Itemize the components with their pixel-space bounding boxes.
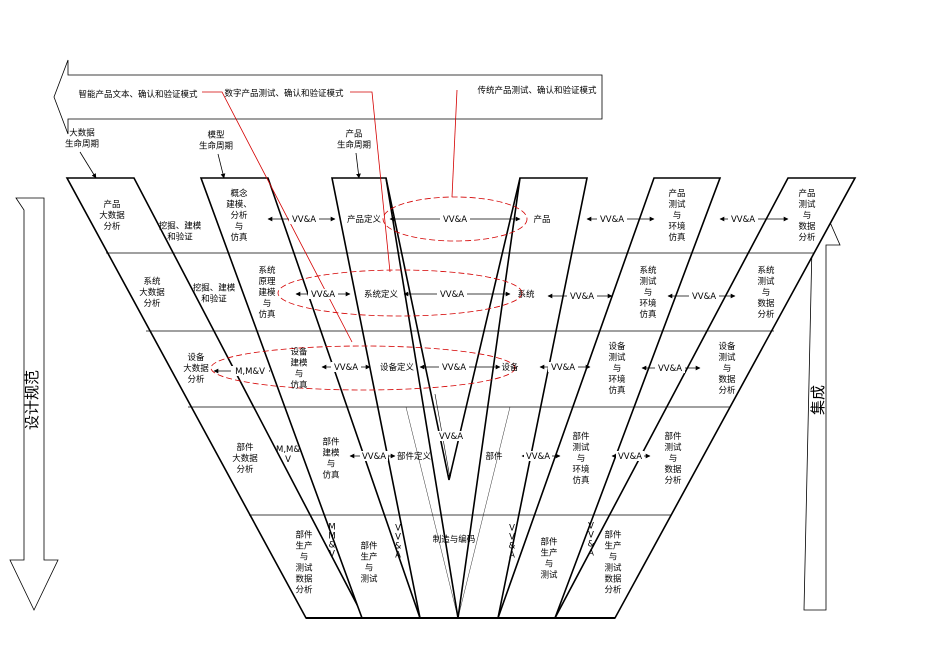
modes-arrow: [53, 59, 603, 135]
vva-connector: VV&A: [618, 452, 642, 462]
big-data-cell: 系统大数据分析: [139, 276, 165, 309]
definition-cell: 部件定义: [397, 451, 432, 462]
mode-indicator-lines: [202, 89, 458, 343]
data-analysis-cell: 部件测试与数据分析: [664, 431, 682, 486]
vva-connector: VV&A: [362, 452, 386, 462]
mine-connector: 挖掘、建模和验证: [193, 283, 236, 305]
env-test-cell: 产品测试与环境仿真: [668, 188, 686, 243]
env-test-cell: 部件生产与测试数据分析: [604, 530, 622, 596]
realization-cell: 系统: [517, 289, 535, 300]
realization-cell: 产品: [533, 214, 550, 225]
vva-connector: VV&A: [526, 452, 550, 462]
lifecycle-arrow: [355, 152, 361, 179]
realization-cell: 设备: [501, 362, 519, 373]
lifecycle-model-label: 模型生命周期: [199, 130, 233, 152]
mode-smart-label: 智能产品文本、确认和验证模式: [78, 89, 198, 100]
big-data-cell: 部件生产与测试数据分析: [295, 530, 313, 596]
vva-connector: VV&A: [600, 215, 624, 225]
vva-connector: VV&A: [292, 215, 316, 225]
vva-connector: VV&A: [440, 290, 464, 300]
model-cell: 部件建模与仿真: [322, 437, 340, 481]
big-data-cell: 产品大数据分析: [99, 199, 125, 232]
diagram-labels: 智能产品文本、确认和验证模式 数字产品测试、确认和验证模式 传统产品测试、确认和验证…: [23, 85, 827, 596]
mode-digital-label: 数字产品测试、确认和验证模式: [224, 88, 344, 99]
vva-connector: VV&A: [334, 363, 358, 373]
mmv-connector: M,M&V: [235, 367, 265, 377]
big-data-cell: 设备大数据分析: [183, 352, 209, 385]
lifecycle-arrow: [79, 151, 97, 179]
vva-connector: VV&A: [570, 292, 594, 302]
vva-connector: VV&A: [692, 292, 716, 302]
design-spec-label: 设计规范: [23, 370, 41, 430]
vva-connector: VV&A: [658, 364, 682, 374]
vva-connector: VV&A: [443, 215, 467, 225]
design-spec-arrow: [9, 197, 59, 611]
mode-traditional-label: 传统产品测试、确认和验证模式: [477, 85, 597, 96]
model-cell: 设备建模与仿真: [290, 347, 308, 391]
realization-bottom-cell: 部件生产与测试: [540, 537, 558, 581]
lifecycle-big-data-label: 大数据生命周期: [65, 128, 99, 150]
mmv-connector: M,M&V: [276, 445, 300, 465]
manufacture-coding-label: 制造与编码: [433, 534, 476, 545]
env-test-cell: 设备测试与环境仿真: [608, 341, 626, 396]
vva-connector: VV&A: [311, 290, 335, 300]
model-cell: 部件生产与测试: [360, 541, 378, 585]
env-test-cell: 部件测试与环境仿真: [572, 431, 590, 486]
vva-connector: VV&A: [439, 432, 463, 442]
env-test-cell: 系统测试与环境仿真: [639, 265, 657, 320]
row-lines: [106, 252, 814, 516]
model-cell: 概念建模、分析与仿真: [226, 188, 252, 243]
lifecycle-product-label: 产品生命周期: [337, 129, 371, 151]
data-analysis-cell: 产品测试与数据分析: [798, 188, 816, 243]
mine-connector: 挖掘、建模和验证: [159, 221, 202, 243]
definition-cell: 设备定义: [380, 362, 415, 373]
definition-cell: 系统定义: [364, 289, 399, 300]
v-columns: [65, 177, 857, 619]
big-data-cell: 部件大数据分析: [232, 442, 258, 475]
data-analysis-cell: 系统测试与数据分析: [757, 265, 775, 320]
vva-connector: VV&A: [442, 363, 466, 373]
lifecycle-arrow: [217, 153, 226, 179]
realization-cell: 部件: [485, 451, 503, 462]
vva-connector: VV&A: [731, 215, 755, 225]
definition-cell: 产品定义: [347, 214, 382, 225]
vva-ellipses: [210, 196, 528, 391]
integration-label: 集成: [809, 385, 827, 415]
data-analysis-cell: 设备测试与数据分析: [718, 341, 736, 396]
model-cell: 系统原理建模与仿真: [258, 265, 276, 320]
vva-connector: VV&A: [551, 363, 575, 373]
